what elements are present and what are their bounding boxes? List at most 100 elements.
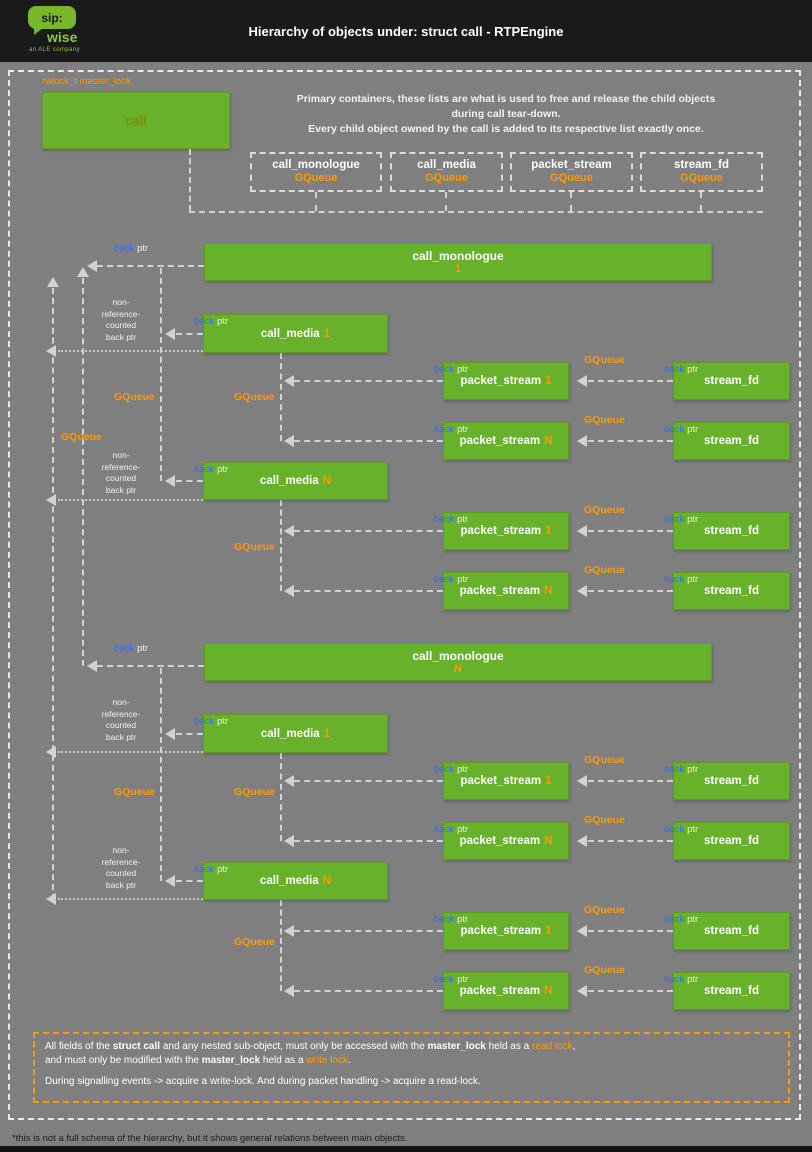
arrowhead-left [46,345,56,357]
legend-type: GQueue [680,172,723,184]
node-index: 1 [323,327,331,340]
node-index: 1 [454,262,462,275]
intro-line-3: Every child object owned by the call is … [308,123,704,135]
arrowhead-left [46,893,56,905]
intro-line-2: during call tear-down. [451,108,561,120]
locking-note: All fields of the struct call and any ne… [33,1032,790,1103]
back-ptr-bus-line [82,278,84,666]
bottom-bar [0,1146,812,1152]
arrowhead-left [577,775,587,787]
gqueue-label: GQueue [584,754,625,766]
node-name: call_media [259,475,319,487]
arrowhead-left [165,475,175,487]
legend-connector-line [189,149,191,211]
node-name: stream_fd [704,835,759,847]
stream-fd-box: stream_fd [673,762,790,800]
legend-name: packet_stream [531,159,612,171]
node-name: packet_stream [460,775,542,787]
arrowhead-up [47,277,59,287]
node-index: N [544,835,553,847]
gqueue-label: GQueue [584,354,625,366]
back-ptr-line [176,480,203,482]
intro-line-1: Primary containers, these lists are what… [296,93,716,105]
arrowhead-left [284,435,294,447]
back-ptr-line [97,665,204,667]
gqueue-label: GQueue [584,504,625,516]
node-index: 1 [545,925,552,937]
arrowhead-left [284,585,294,597]
node-index: N [544,985,553,997]
arrowhead-left [284,775,294,787]
note-line-1: All fields of the struct call and any ne… [45,1041,576,1052]
node-name: packet_stream [460,525,542,537]
gqueue-bus-line [280,500,282,591]
gqueue-bus-line [160,268,162,481]
node-index: 1 [323,727,331,740]
gqueue-bus-line [280,900,282,991]
legend-name: call_monologue [272,159,360,171]
gqueue-line [588,990,673,992]
arrowhead-up [77,267,89,277]
arrowhead-left [46,494,56,506]
page-title: Hierarchy of objects under: struct call … [248,23,564,39]
node-name: call_media [260,727,320,740]
master-lock-label: rwlock_t master_lock [42,76,131,87]
legend-type: GQueue [294,172,338,184]
gqueue-label: GQueue [234,936,275,948]
node-name: packet_stream [460,375,542,387]
arrowhead-left [284,985,294,997]
back-ptr-line [294,930,443,932]
node-index: N [544,435,553,447]
back-ptr-line [294,840,443,842]
gqueue-label: GQueue [114,391,155,403]
legend-connector-line [189,211,763,213]
arrowhead-left [87,660,97,672]
node-index: 1 [545,525,552,537]
node-name: packet_stream [459,435,541,447]
call-box-label: call [125,113,147,128]
legend-connector-stub [445,192,447,211]
gqueue-bus-line [280,753,282,841]
back-ptr-line [176,733,203,735]
gqueue-label: GQueue [584,904,625,916]
node-name: stream_fd [704,525,759,537]
gqueue-label: GQueue [234,391,275,403]
arrowhead-left [577,925,587,937]
node-index: N [322,875,332,887]
dotted-back-ptr-line [58,499,203,501]
gqueue-line [588,590,673,592]
legend-name: stream_fd [674,159,729,171]
footnote: *this is not a full schema of the hierar… [12,1133,408,1144]
legend-type: GQueue [425,172,468,184]
note-line-2: and must only be modified with the maste… [45,1054,351,1066]
legend-name: call_media [417,159,476,171]
node-name: stream_fd [704,775,759,787]
arrowhead-left [577,525,587,537]
back-ptr-line [294,530,443,532]
gqueue-line [588,440,673,442]
logo-bubble-tail-icon [34,28,43,35]
gqueue-label: GQueue [234,786,275,798]
